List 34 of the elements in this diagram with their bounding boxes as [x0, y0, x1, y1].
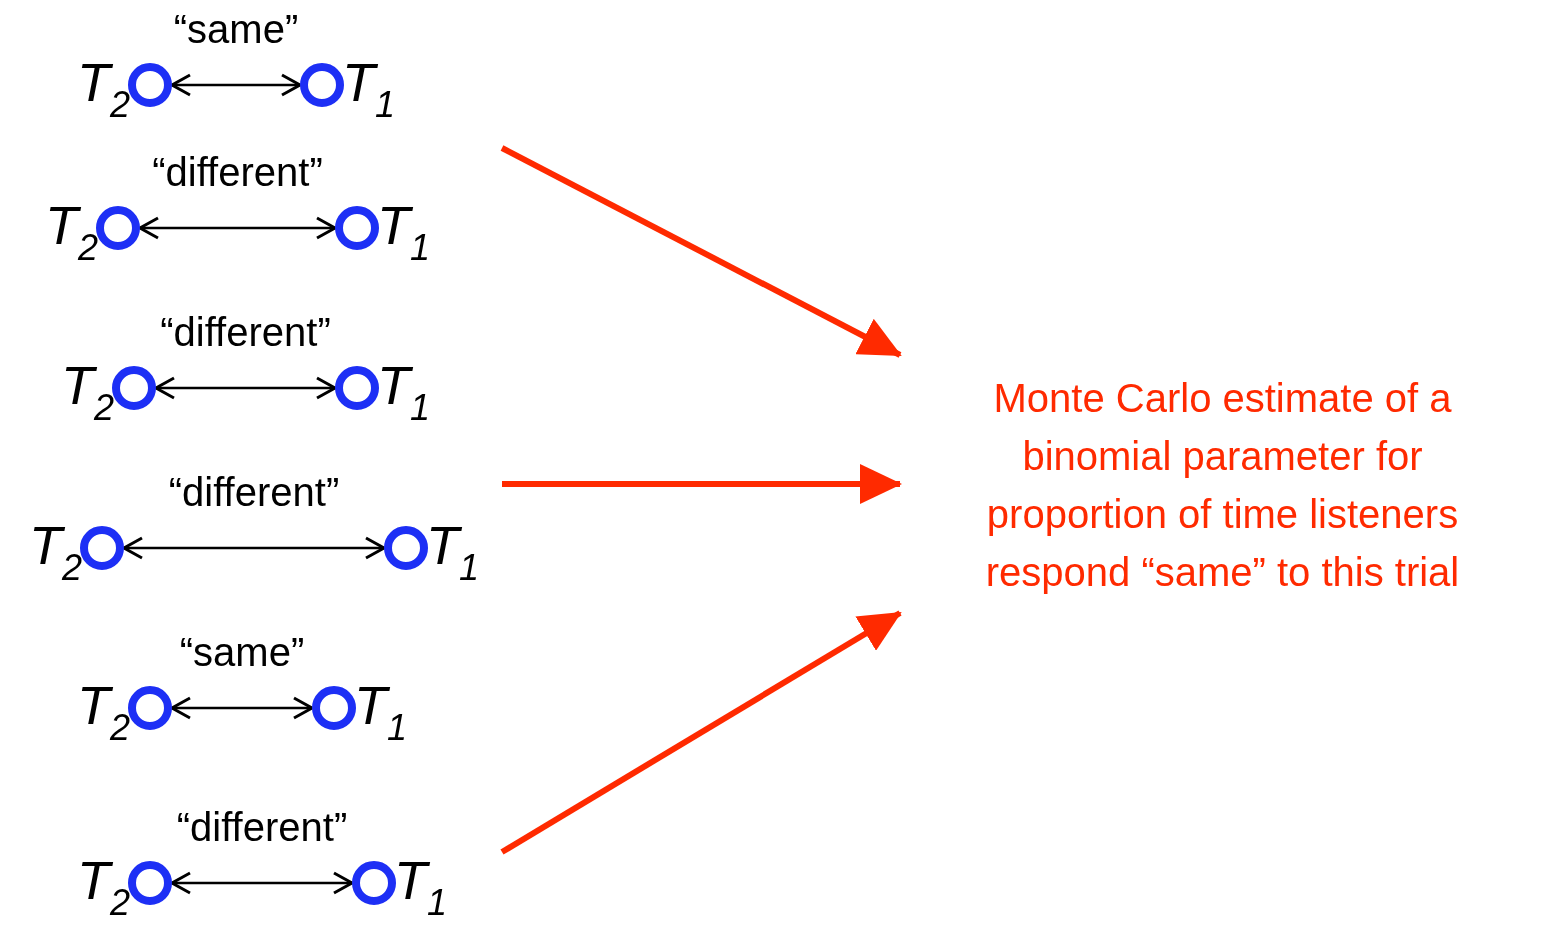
arrow [122, 536, 386, 560]
circle-marker [128, 686, 172, 730]
circle-marker [300, 63, 344, 107]
circle-marker [128, 861, 172, 905]
variable-label: T$_{1}$ [377, 198, 431, 267]
circle-marker [128, 63, 172, 107]
variable-label: T$_{2}$ [61, 358, 115, 427]
result-text: Monte Carlo estimate of a binomial parameter for proportion of time listeners respond “same” to this trial [984, 375, 1461, 596]
circle-marker [335, 366, 379, 410]
circle-marker [352, 861, 396, 905]
arrow [170, 73, 302, 97]
variable-label: T$_{2}$ [77, 853, 131, 922]
variable-label: T$_{1}$ [426, 518, 480, 587]
arrow [500, 145, 902, 358]
arrow [154, 376, 337, 400]
circle-marker [96, 206, 140, 250]
variable-label: T$_{2}$ [29, 518, 83, 587]
variable-label: T$_{1}$ [342, 55, 396, 124]
variable-label: T$_{2}$ [77, 55, 131, 124]
variable-label: T$_{1}$ [394, 853, 448, 922]
variable-label: T$_{2}$ [77, 678, 131, 747]
variable-label: T$_{1}$ [377, 358, 431, 427]
circle-marker [384, 526, 428, 570]
arrow [500, 610, 902, 855]
arrow [170, 696, 314, 720]
circle-marker [312, 686, 356, 730]
variable-label: T$_{2}$ [45, 198, 99, 267]
arrow [138, 216, 337, 240]
arrow [502, 464, 902, 504]
arrow [170, 871, 354, 895]
circle-marker [335, 206, 379, 250]
circle-marker [80, 526, 124, 570]
variable-label: T$_{1}$ [354, 678, 408, 747]
circle-marker [112, 366, 156, 410]
